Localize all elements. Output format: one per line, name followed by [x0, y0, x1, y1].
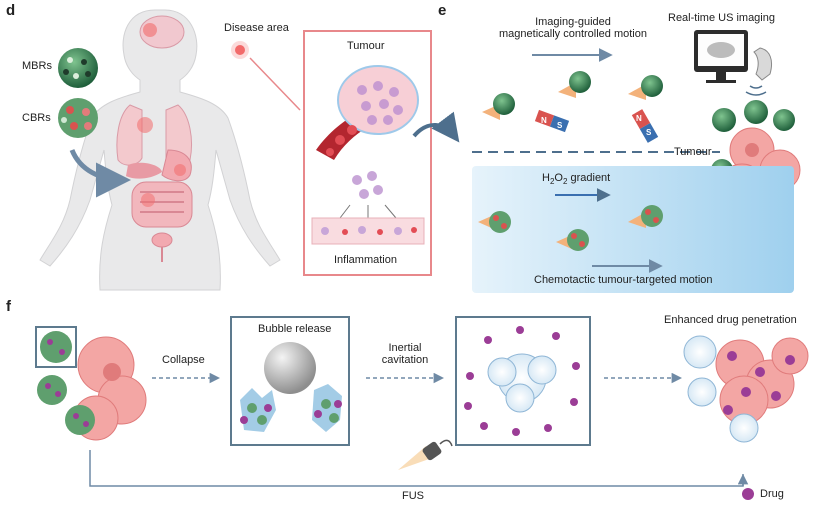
- enhanced-penetration-label: Enhanced drug penetration: [664, 314, 797, 326]
- to-panel-e-arrow: [412, 111, 460, 143]
- disease-area-marker: [235, 45, 245, 55]
- human-body-illustration: [39, 9, 281, 291]
- zoom-box: [35, 326, 77, 368]
- tumour-label-d: Tumour: [347, 40, 385, 52]
- magnet-1-n: N: [541, 116, 547, 125]
- magnet-icon: [631, 109, 659, 143]
- cbr-cluster-icon: [58, 98, 98, 138]
- us-monitor-icon: [694, 30, 748, 83]
- magnet-2-n: N: [636, 114, 642, 123]
- chemotactic-label: Chemotactic tumour-targeted motion: [534, 274, 713, 286]
- panel-e: [472, 30, 801, 293]
- fus-transducer-icon: [398, 439, 453, 470]
- inertial-cavitation-label: Inertial cavitation: [372, 342, 438, 366]
- us-imaging-label: Real-time US imaging: [668, 12, 775, 24]
- imaging-guided-label: Imaging-guided magnetically controlled m…: [488, 16, 658, 40]
- magnetic-robot: [628, 75, 663, 100]
- magnetic-robot: [482, 93, 515, 120]
- tumour-with-robots: [35, 326, 147, 441]
- h2o2-gradient-label: H2O2 gradient: [542, 172, 611, 187]
- inertial-line-2: cavitation: [381, 354, 429, 366]
- imaging-line-1: Imaging-guided: [535, 16, 611, 28]
- cavitation-frame: [455, 316, 591, 446]
- panel-f: [35, 316, 809, 500]
- catalytic-robot: [556, 229, 589, 251]
- magnet-1-s: S: [557, 121, 563, 130]
- mbr-cluster-icon: [58, 48, 98, 88]
- bubble-release-label: Bubble release: [258, 323, 332, 335]
- cbrs-label: CBRs: [22, 112, 51, 124]
- disease-area-frame: [303, 30, 432, 276]
- panel-d: [39, 9, 460, 291]
- magnet-2-s: S: [646, 128, 652, 137]
- fus-label: FUS: [402, 490, 424, 502]
- ultrasound-probe-icon: [745, 47, 773, 96]
- inertial-line-1: Inertial: [388, 342, 422, 354]
- inflammation-illustration: [311, 171, 425, 245]
- magnet-icon: [534, 109, 570, 133]
- magnetic-robot: [558, 71, 591, 98]
- catalytic-robot: [628, 205, 663, 228]
- catalytic-robot: [478, 211, 511, 233]
- panel-e-letter: e: [438, 2, 447, 19]
- drug-legend-marker: [742, 488, 754, 500]
- inflammation-label: Inflammation: [334, 254, 397, 266]
- cavitation-cloud: [487, 353, 557, 413]
- imaging-line-2: magnetically controlled motion: [499, 28, 647, 40]
- penetrated-tumour: [683, 335, 809, 443]
- panel-f-letter: f: [6, 298, 11, 315]
- bubble-sphere: [264, 342, 316, 394]
- disease-area-connector: [249, 57, 301, 111]
- mbrs-label: MBRs: [22, 60, 52, 72]
- injection-arrow: [69, 148, 131, 198]
- panel-d-letter: d: [6, 2, 16, 19]
- drug-legend-label: Drug: [760, 488, 784, 500]
- drug-particles: [464, 326, 580, 436]
- h2o2-gradient-region: [472, 166, 794, 293]
- collapse-label: Collapse: [162, 354, 205, 366]
- disease-area-label: Disease area: [224, 22, 289, 34]
- tumour-vessel-illustration: [316, 65, 419, 160]
- bubble-release-frame: [230, 316, 350, 446]
- tumour-label-e: Tumour: [674, 146, 712, 158]
